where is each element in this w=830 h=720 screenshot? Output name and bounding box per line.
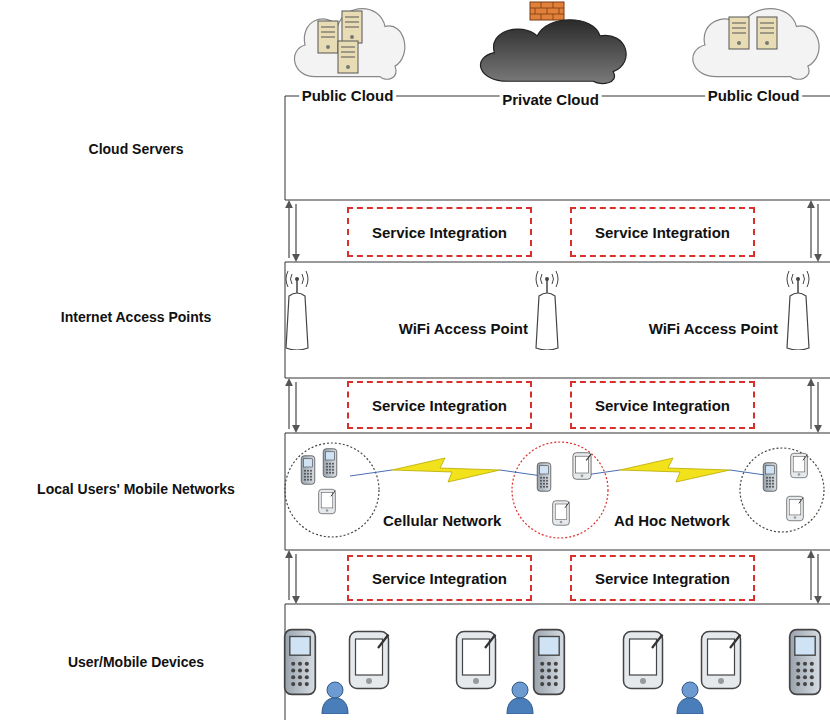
network-devices (537, 463, 551, 492)
device-label: WiFi Access Point (649, 320, 778, 337)
wireless-links (620, 458, 730, 482)
server-icon (757, 17, 777, 49)
box-label: Service Integration (595, 224, 730, 241)
user-devices (507, 682, 533, 714)
firewall-icon (530, 2, 564, 20)
layer-lines (285, 96, 830, 200)
user-devices (702, 632, 741, 689)
network-circles (285, 442, 824, 538)
service-box: Service Integration (570, 207, 755, 257)
network-devices (553, 501, 570, 525)
layer-label: Cloud Servers (0, 141, 272, 157)
service-box: Service Integration (570, 555, 755, 601)
layer-lines (285, 200, 830, 604)
service-box: Service Integration (347, 207, 532, 257)
box-label: Service Integration (372, 224, 507, 241)
cloud-shape (468, 12, 633, 86)
double-arrows (817, 382, 818, 429)
double-arrows (289, 204, 818, 600)
server-icons (285, 0, 410, 82)
server-icons (682, 0, 825, 82)
double-arrows (295, 382, 296, 429)
firewall-icon (530, 2, 564, 20)
server-icon (342, 11, 362, 43)
network-devices (573, 453, 591, 480)
cloud-label: Public Cloud (705, 87, 803, 104)
network-devices (323, 449, 337, 478)
cloud-node: Private Cloud (468, 12, 633, 110)
network-label: Cellular Network (381, 512, 503, 529)
double-arrows (817, 554, 818, 600)
wifi-antennas (286, 271, 809, 350)
cloud-shape (682, 0, 825, 82)
cloud-outline (294, 9, 404, 80)
wifi-antennas (787, 271, 809, 350)
cloud-outline (693, 9, 819, 80)
service-box: Service Integration (570, 381, 755, 429)
cloud-outline (481, 20, 627, 84)
double-arrows (817, 204, 818, 258)
double-arrows (295, 554, 296, 600)
box-label: Service Integration (595, 570, 730, 587)
wifi-antennas (286, 271, 308, 350)
double-arrows (810, 204, 811, 258)
device-label: WiFi Access Point (399, 320, 528, 337)
user-devices (285, 630, 821, 714)
server-icon (729, 17, 749, 49)
wireless-links (350, 458, 772, 482)
firewall-icon (530, 2, 564, 20)
service-box: Service Integration (347, 555, 532, 601)
layer-label: User/Mobile Devices (0, 654, 272, 670)
box-label: Service Integration (372, 570, 507, 587)
layer-label: Local Users' Mobile Networks (0, 481, 272, 497)
network-label: Ad Hoc Network (612, 512, 732, 529)
wireless-links (392, 458, 500, 482)
network-circles (740, 448, 824, 532)
double-arrows (288, 554, 289, 600)
network-circles (285, 443, 379, 537)
cloud-label: Public Cloud (299, 87, 397, 104)
cloud-node: Public Cloud (682, 0, 825, 106)
network-devices (763, 463, 777, 492)
server-icon (318, 21, 338, 53)
user-devices (534, 630, 565, 695)
user-devices (624, 632, 663, 689)
network-devices (301, 456, 315, 485)
network-devices (787, 496, 804, 520)
service-box: Service Integration (347, 381, 532, 429)
double-arrows (295, 204, 296, 258)
server-icon (338, 41, 358, 73)
double-arrows (810, 554, 811, 600)
box-label: Service Integration (595, 397, 730, 414)
cloud-label: Private Cloud (499, 91, 602, 108)
user-devices (322, 682, 348, 714)
wifi-antennas (536, 271, 558, 350)
network-circles (512, 442, 608, 538)
server-icons (468, 12, 633, 86)
user-devices (677, 682, 703, 714)
double-arrows (288, 204, 289, 258)
box-label: Service Integration (372, 397, 507, 414)
user-devices (350, 632, 389, 689)
double-arrows (810, 382, 811, 429)
network-devices (319, 489, 336, 513)
cloud-node: Public Cloud (285, 0, 410, 106)
double-arrows (288, 382, 289, 429)
user-devices (285, 630, 316, 695)
network-devices (791, 453, 808, 477)
user-devices (457, 632, 496, 689)
layer-lines (285, 96, 830, 720)
layer-label: Internet Access Points (0, 309, 272, 325)
user-devices (790, 630, 821, 695)
